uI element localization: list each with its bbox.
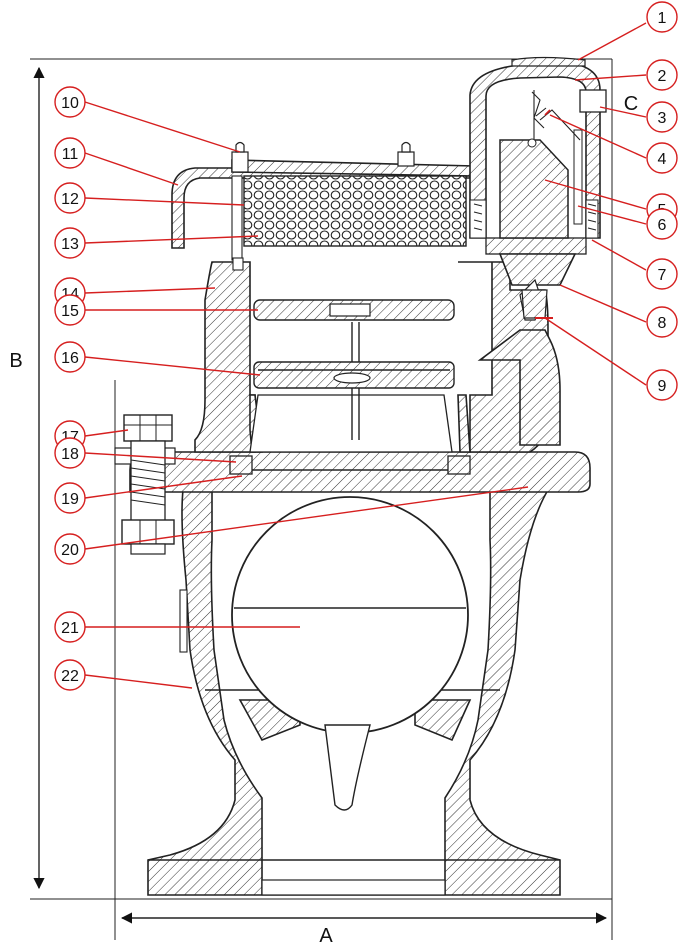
small-orifice-housing <box>469 56 607 321</box>
callout-12: 12 <box>54 182 86 214</box>
dimension-c-label: C <box>624 93 638 115</box>
svg-text:11: 11 <box>62 146 79 163</box>
svg-text:16: 16 <box>61 350 79 367</box>
lower-body <box>147 464 586 896</box>
callout-16: 16 <box>54 341 86 373</box>
svg-text:12: 12 <box>61 191 79 208</box>
seat-rings <box>229 455 471 475</box>
dimension-a-label: A <box>319 925 333 947</box>
dimension-b: B <box>9 66 45 890</box>
callout-19: 19 <box>54 482 86 514</box>
svg-text:3: 3 <box>658 110 667 127</box>
dimension-b-label: B <box>9 350 22 372</box>
svg-text:4: 4 <box>658 151 667 168</box>
callout-15: 15 <box>54 294 86 326</box>
leader-lines <box>84 22 647 689</box>
orifice-disc <box>253 361 455 389</box>
svg-text:9: 9 <box>658 378 667 395</box>
callout-8: 8 <box>646 306 678 338</box>
callout-7: 7 <box>646 258 678 290</box>
callout-18: 18 <box>54 437 86 469</box>
perforated-screen <box>243 175 467 247</box>
callout-6: 6 <box>646 208 678 240</box>
svg-text:21: 21 <box>61 620 79 637</box>
svg-text:6: 6 <box>658 217 667 234</box>
svg-text:7: 7 <box>658 267 667 284</box>
callout-1: 1 <box>646 1 678 33</box>
svg-text:1: 1 <box>658 10 667 27</box>
callout-10: 10 <box>54 86 86 118</box>
svg-text:19: 19 <box>61 491 79 508</box>
dimension-a: A <box>120 912 608 947</box>
baffle-plate <box>253 299 455 321</box>
flange-bolt <box>121 414 175 555</box>
callout-4: 4 <box>646 142 678 174</box>
callout-22: 22 <box>54 659 86 691</box>
callout-3: 3 <box>646 101 678 133</box>
svg-text:22: 22 <box>61 668 79 685</box>
svg-text:2: 2 <box>658 68 667 85</box>
svg-text:8: 8 <box>658 315 667 332</box>
callout-21: 21 <box>54 611 86 643</box>
svg-text:15: 15 <box>61 303 79 320</box>
callout-2: 2 <box>646 59 678 91</box>
svg-text:20: 20 <box>61 542 79 559</box>
callout-11: 11 <box>54 137 86 169</box>
svg-text:13: 13 <box>61 236 79 253</box>
ball-float <box>179 496 472 811</box>
throat-cone <box>249 322 453 453</box>
callout-13: 13 <box>54 227 86 259</box>
callout-20: 20 <box>54 533 86 565</box>
svg-text:10: 10 <box>61 95 79 112</box>
svg-text:18: 18 <box>61 446 79 463</box>
callout-9: 9 <box>646 369 678 401</box>
